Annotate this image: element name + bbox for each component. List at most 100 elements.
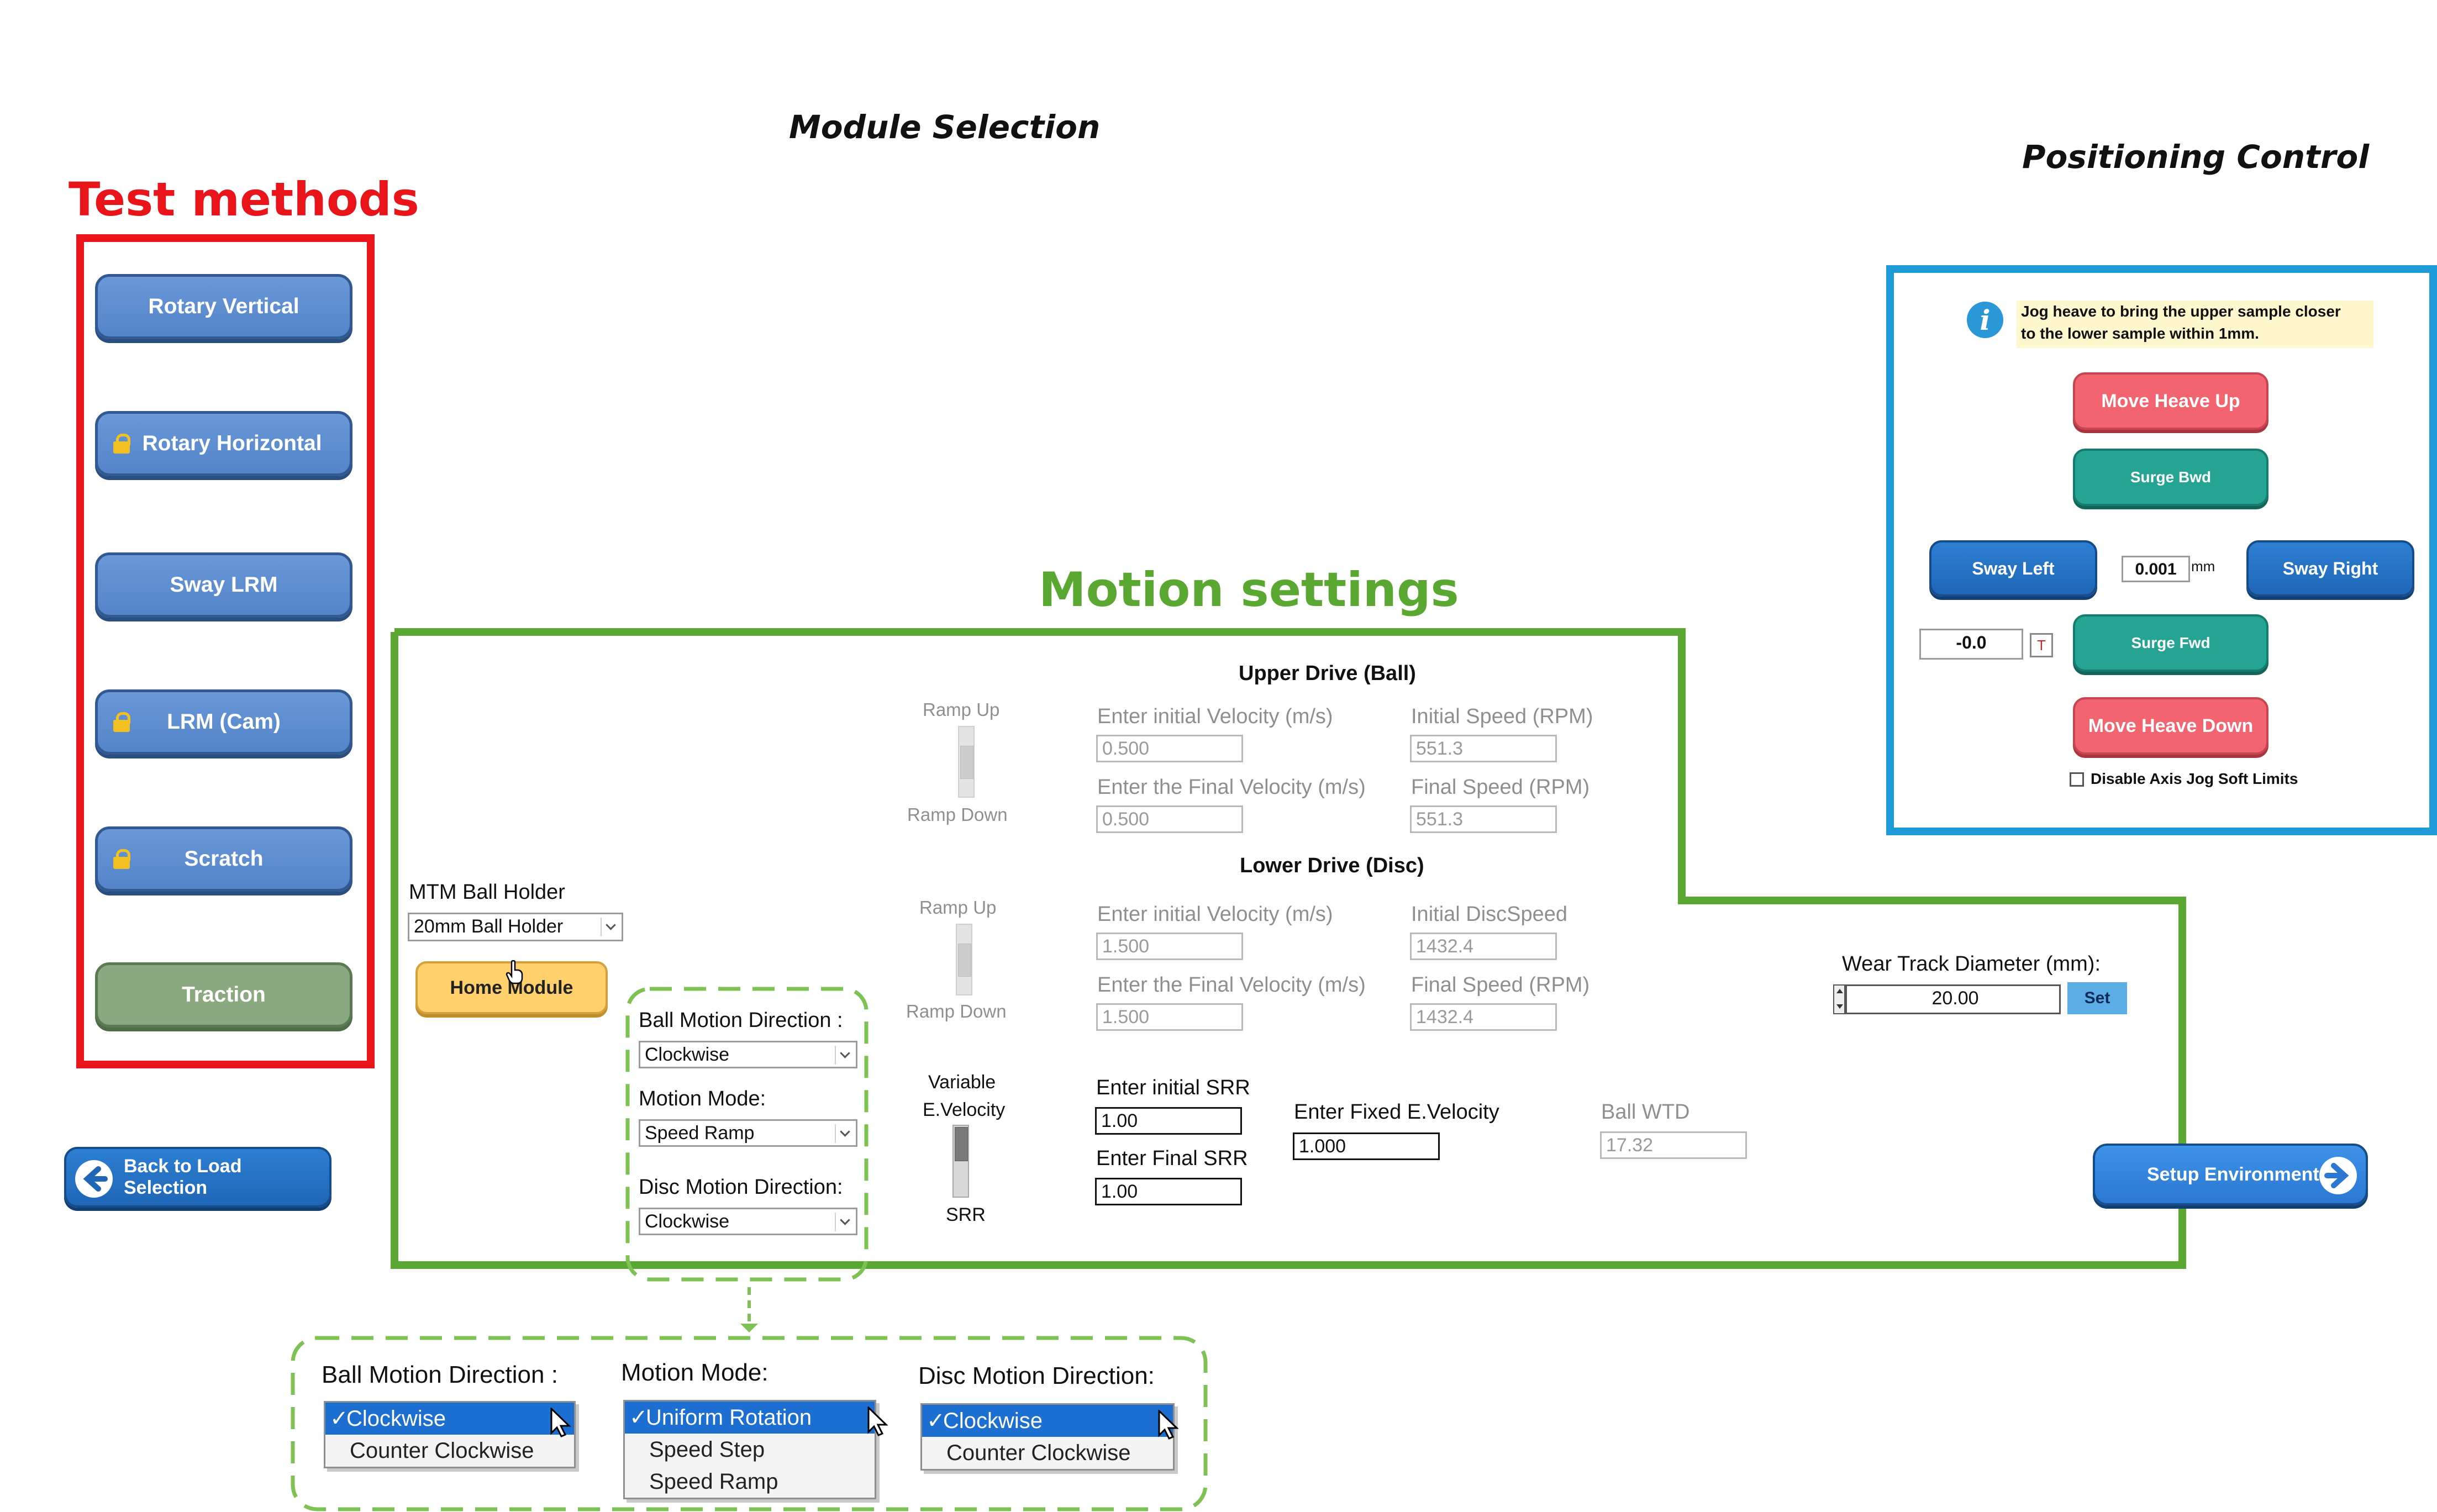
info-icon: i [1967, 302, 2003, 338]
tare-button[interactable]: T [2030, 633, 2053, 657]
lower-init-velocity-input[interactable]: 1.500 [1096, 933, 1243, 960]
positioning-frame [1886, 265, 2437, 835]
step-unit-label: mm [2191, 558, 2215, 575]
disc-direction-label: Disc Motion Direction: [639, 1176, 843, 1199]
motion-mode-dropdown[interactable]: ✓Uniform Rotation Speed Step Speed Ramp [623, 1400, 876, 1499]
lower-final-velocity-input[interactable]: 1.500 [1096, 1003, 1243, 1031]
ball-holder-label: MTM Ball Holder [409, 881, 565, 904]
soft-limits-checkbox[interactable] [2070, 772, 2084, 787]
motion-mode-select[interactable]: Speed Ramp [639, 1119, 857, 1147]
button-label: Rotary Horizontal [142, 431, 322, 455]
heave-down-label: Move Heave Down [2088, 715, 2254, 736]
lower-final-velocity-label: Enter the Final Velocity (m/s) [1097, 973, 1366, 997]
srr-evelocity-slider[interactable] [952, 1125, 969, 1198]
button-label: LRM (Cam) [167, 710, 281, 734]
ball-direction-value: Clockwise [645, 1044, 730, 1065]
fixed-evelocity-input[interactable]: 1.000 [1293, 1132, 1440, 1160]
hand-cursor-icon [506, 960, 523, 984]
rotary-vertical-button[interactable]: Rotary Vertical [95, 274, 352, 339]
sway-right-button[interactable]: Sway Right [2246, 540, 2414, 597]
lock-icon [113, 712, 130, 732]
chevron-down-icon [835, 1046, 854, 1065]
move-heave-up-button[interactable]: Move Heave Up [2073, 372, 2268, 430]
rotary-horizontal-button[interactable]: Rotary Horizontal [95, 411, 352, 476]
set-label: Set [2084, 989, 2110, 1007]
slider-thumb[interactable] [960, 746, 973, 779]
test-methods-annotation: Test methods [69, 172, 419, 226]
surge-fwd-button[interactable]: Surge Fwd [2073, 614, 2268, 672]
dd-option-selected[interactable]: ✓Clockwise [922, 1405, 1173, 1437]
ball-direction-select[interactable]: Clockwise [639, 1041, 857, 1068]
dd-disc-label: Disc Motion Direction: [918, 1362, 1155, 1389]
upper-init-velocity-input[interactable]: 0.500 [1096, 735, 1243, 762]
lower-init-speed-label: Initial DiscSpeed [1411, 903, 1568, 926]
position-readout: -0.0 [1919, 629, 2023, 660]
upper-init-speed-label: Initial Speed (RPM) [1411, 705, 1593, 728]
init-srr-input[interactable]: 1.00 [1095, 1107, 1242, 1135]
motion-mode-value: Speed Ramp [645, 1123, 755, 1144]
test-methods-frame [76, 234, 375, 1068]
wear-track-spinner[interactable] [1833, 984, 1845, 1014]
positioning-control-heading: Positioning Control [2022, 138, 2370, 176]
back-to-load-selection-button[interactable]: Back to Load Selection [64, 1147, 331, 1208]
step-size-input[interactable]: 0.001 [2122, 556, 2190, 582]
sway-left-label: Sway Left [1972, 558, 2055, 578]
dd-option[interactable]: Counter Clockwise [922, 1437, 1173, 1469]
check-icon: ✓ [629, 1405, 648, 1430]
upper-final-velocity-input[interactable]: 0.500 [1096, 805, 1243, 833]
disc-direction-select[interactable]: Clockwise [639, 1208, 857, 1235]
lower-ramp-slider[interactable] [956, 924, 972, 995]
setup-environment-button[interactable]: Setup Environment [2093, 1144, 2368, 1205]
forward-arrow-icon [2319, 1157, 2357, 1194]
slider-thumb[interactable] [958, 944, 971, 977]
dd-option-selected[interactable]: ✓Uniform Rotation [625, 1402, 875, 1434]
scratch-button[interactable]: Scratch [95, 826, 352, 892]
ball-holder-select[interactable]: 20mm Ball Holder [408, 913, 623, 941]
lock-icon [113, 849, 130, 869]
traction-button[interactable]: Traction [95, 962, 352, 1028]
upper-ramp-up-label: Ramp Up [923, 699, 1000, 720]
surge-bwd-button[interactable]: Surge Bwd [2073, 449, 2268, 506]
back-label: Back to Load Selection [124, 1156, 242, 1198]
back-arrow-icon [75, 1160, 113, 1198]
spin-up-icon [1836, 989, 1843, 993]
mouse-cursor-icon [867, 1406, 888, 1436]
mouse-cursor-icon [1158, 1410, 1179, 1440]
sway-right-label: Sway Right [2282, 558, 2378, 578]
move-heave-down-button[interactable]: Move Heave Down [2073, 697, 2268, 755]
setup-label: Setup Environment [2147, 1163, 2319, 1185]
ball-direction-label: Ball Motion Direction : [639, 1009, 843, 1032]
final-srr-input[interactable]: 1.00 [1095, 1178, 1242, 1205]
dd-option[interactable]: Speed Step [625, 1434, 875, 1466]
motion-settings-annotation: Motion settings [1039, 562, 1459, 618]
wear-track-label: Wear Track Diameter (mm): [1842, 952, 2101, 976]
dd-option-selected[interactable]: ✓Clockwise [325, 1403, 574, 1435]
option-label: Counter Clockwise [946, 1441, 1131, 1465]
evelocity-label: E.Velocity [923, 1099, 1006, 1120]
dd-option[interactable]: Speed Ramp [625, 1466, 875, 1498]
disc-direction-dropdown[interactable]: ✓Clockwise Counter Clockwise [920, 1403, 1175, 1471]
lower-init-velocity-label: Enter initial Velocity (m/s) [1097, 903, 1333, 926]
lower-ramp-up-label: Ramp Up [919, 897, 997, 918]
upper-ramp-down-label: Ramp Down [907, 804, 1008, 825]
ball-direction-dropdown[interactable]: ✓Clockwise Counter Clockwise [324, 1401, 576, 1468]
lrm-cam-button[interactable]: LRM (Cam) [95, 689, 352, 755]
sway-left-button[interactable]: Sway Left [1929, 540, 2097, 597]
info-line-2: to the lower sample within 1mm. [2021, 325, 2259, 342]
upper-drive-title: Upper Drive (Ball) [1239, 662, 1416, 685]
option-label: Speed Ramp [649, 1469, 778, 1494]
slider-thumb[interactable] [955, 1127, 968, 1161]
upper-ramp-slider[interactable] [958, 726, 975, 798]
srr-label: SRR [946, 1204, 986, 1225]
chevron-down-icon [835, 1213, 854, 1231]
wear-track-input[interactable]: 20.00 [1845, 984, 2061, 1014]
dd-option[interactable]: Counter Clockwise [325, 1435, 574, 1467]
final-srr-label: Enter Final SRR [1096, 1147, 1248, 1170]
sway-lrm-button[interactable]: Sway LRM [95, 552, 352, 618]
tare-label: T [2037, 636, 2046, 654]
set-button[interactable]: Set [2067, 982, 2127, 1014]
lower-final-speed-label: Final Speed (RPM) [1411, 973, 1590, 997]
option-label: Speed Step [649, 1437, 765, 1462]
lock-icon [113, 434, 130, 454]
motion-mode-label: Motion Mode: [639, 1087, 766, 1110]
